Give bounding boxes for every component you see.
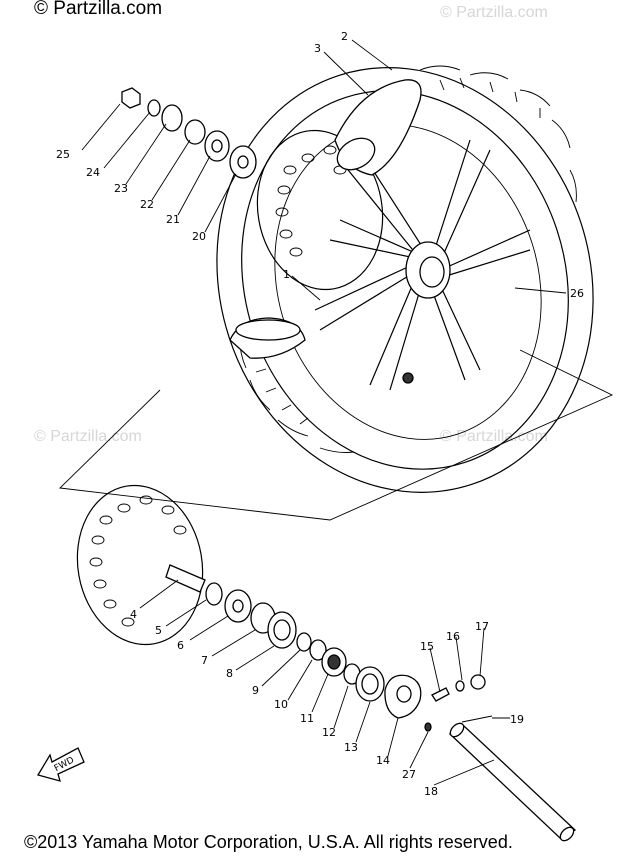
callout-23: 23	[114, 182, 128, 195]
bearing-bore	[232, 599, 244, 613]
seal-ring-bore	[273, 619, 291, 641]
valve-stem	[402, 372, 414, 384]
collar	[205, 582, 223, 606]
upper-bearing-stack	[121, 87, 257, 179]
hub-plane-outline	[59, 349, 614, 521]
callout-12: 12	[322, 726, 336, 739]
washer	[309, 639, 327, 661]
callout-27: 27	[402, 768, 416, 781]
cotter-pin	[461, 715, 493, 723]
watermark-top-left: © Partzilla.com	[34, 0, 163, 19]
gear-unit-center	[327, 654, 341, 670]
callout-6: 6	[177, 639, 184, 652]
brake-disc-holes	[89, 495, 187, 627]
washer	[455, 680, 465, 692]
callout-16: 16	[446, 630, 460, 643]
tire-section-bore	[235, 319, 301, 341]
pin	[424, 722, 432, 732]
brake-disc-holes	[275, 145, 347, 257]
watermark-faint: © Partzilla.com	[440, 4, 548, 21]
tire-outer	[216, 67, 594, 493]
front-axle	[448, 725, 577, 839]
callout-4: 4	[130, 608, 137, 621]
bearing-bore	[211, 139, 223, 153]
front-axle-tip	[559, 826, 575, 842]
callout-18: 18	[424, 785, 438, 798]
callout-25: 25	[56, 148, 70, 161]
callout-24: 24	[86, 166, 100, 179]
callout-19: 19	[510, 713, 524, 726]
bearing-bore	[237, 155, 249, 169]
front-axle-head	[449, 722, 465, 738]
axle-sleeve	[165, 564, 206, 593]
bolt	[431, 687, 450, 702]
oil-seal-bore	[361, 673, 379, 695]
callout-17: 17	[475, 620, 489, 633]
tube-section-end	[336, 137, 376, 171]
callout-20: 20	[192, 230, 206, 243]
brake-disc-upper	[256, 129, 384, 291]
hub-bore	[419, 256, 445, 288]
leader-lines	[81, 39, 567, 786]
copyright-notice: ©2013 Yamaha Motor Corporation, U.S.A. A…	[24, 832, 513, 852]
callout-15: 15	[420, 640, 434, 653]
callout-8: 8	[226, 667, 233, 680]
fwd-arrow-icon: FWD	[37, 747, 85, 782]
washer	[147, 99, 161, 117]
callout-11: 11	[300, 712, 314, 725]
watermark-faint: © Partzilla.com	[440, 428, 548, 445]
callout-7: 7	[201, 654, 208, 667]
callout-1: 1	[283, 268, 290, 281]
washer	[296, 632, 312, 652]
lower-assembly	[76, 484, 577, 842]
watermark-faint: © Partzilla.com	[34, 428, 142, 445]
callout-22: 22	[140, 198, 154, 211]
callout-5: 5	[155, 624, 162, 637]
callout-labels: 2 3 1 26 25 24 23 22 21 20 4 5 6 7 8 9 1…	[56, 30, 584, 798]
callout-21: 21	[166, 213, 180, 226]
axle-nut	[121, 87, 141, 109]
callout-9: 9	[252, 684, 259, 697]
callout-3: 3	[314, 42, 321, 55]
oil-seal	[161, 104, 183, 132]
callout-2: 2	[341, 30, 348, 43]
gear-housing-bore	[396, 685, 412, 703]
callout-10: 10	[274, 698, 288, 711]
cap	[470, 674, 486, 690]
callout-14: 14	[376, 754, 390, 767]
callout-26: 26	[570, 287, 584, 300]
spacer	[184, 119, 206, 145]
wheel-assembly	[59, 65, 614, 521]
brake-disc-lower	[76, 484, 204, 646]
callout-13: 13	[344, 741, 358, 754]
